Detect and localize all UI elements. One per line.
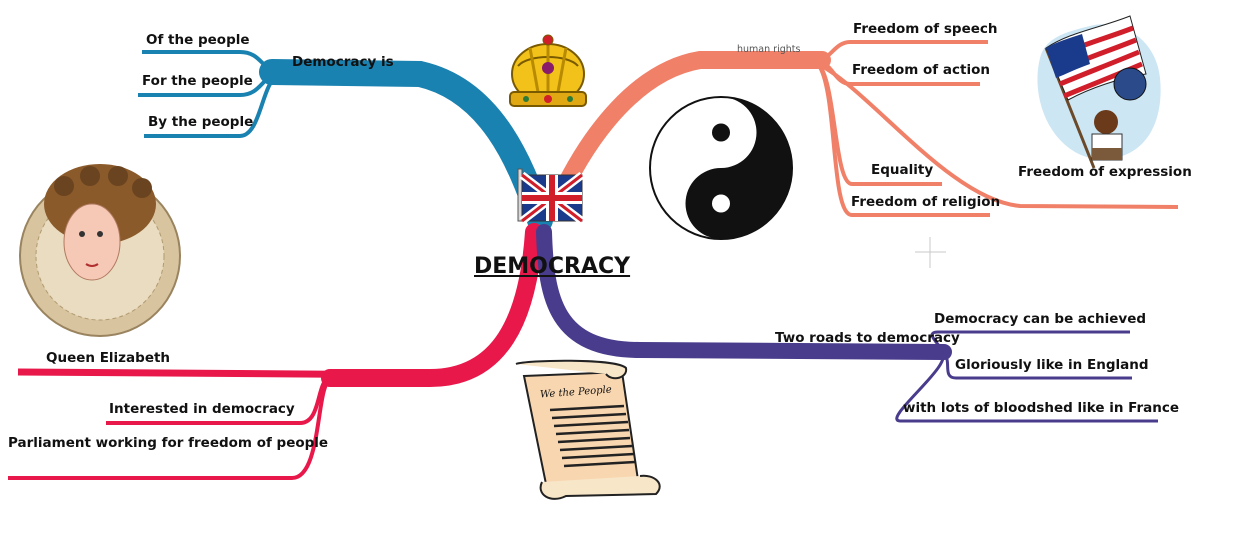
constitution-scroll-icon [515,359,661,500]
branch-roads [536,224,1158,423]
topic-freedom-of-religion[interactable]: Freedom of religion [851,194,1001,210]
topic-of-the-people[interactable]: Of the people [146,32,250,48]
branch-democracy-is-trunk [259,59,553,233]
crosshair-mark [915,237,946,268]
leaf-line-interested-in-democracy [106,376,331,425]
topic-parliament[interactable]: Parliament working for freedom of people [8,435,329,451]
leaf-line-of-the-people [142,50,281,74]
central-topic-title[interactable]: DEMOCRACY [474,254,631,279]
topic-freedom-of-speech[interactable]: Freedom of speech [853,21,998,37]
queen-elizabeth-portrait [19,164,181,337]
topic-democracy-achieved[interactable]: Democracy can be achieved [934,311,1147,327]
branch-label-democracy-is[interactable]: Democracy is [292,54,394,70]
branch-label-two-roads[interactable]: Two roads to democracy [775,330,960,346]
crown-icon [509,34,587,107]
topic-freedom-of-expression[interactable]: Freedom of expression [1018,164,1192,180]
topic-queen-elizabeth[interactable]: Queen Elizabeth [46,350,171,366]
topic-interested-in-democracy[interactable]: Interested in democracy [109,401,295,417]
us-flag-boy-icon [1037,15,1161,169]
topic-bloodshed-france[interactable]: with lots of bloodshed like in France [903,400,1180,416]
leaf-line-freedom-of-speech [817,40,988,62]
branch-queen [8,223,543,480]
leaf-line-freedom-of-expression [817,62,1179,209]
leaf-line-freedom-of-religion [816,62,990,217]
leaf-line-democracy-achieved [930,330,1130,354]
leaf-line-for-the-people [138,72,281,97]
branch-label-human-rights[interactable]: human rights [737,44,801,55]
union-jack-flag-icon [517,168,585,225]
topic-gloriously-england[interactable]: Gloriously like in England [955,357,1149,373]
leaf-line-bloodshed [895,350,1158,423]
topic-freedom-of-action[interactable]: Freedom of action [852,62,990,78]
branch-queen-trunk [321,223,543,387]
leaf-line-parliament [8,378,332,480]
topic-by-the-people[interactable]: By the people [148,114,254,130]
topic-equality[interactable]: Equality [871,162,934,178]
branch-roads-trunk [536,224,952,360]
topic-for-the-people[interactable]: For the people [142,73,253,89]
yin-yang-icon [649,96,793,240]
leaf-line-by-the-people [144,74,281,138]
